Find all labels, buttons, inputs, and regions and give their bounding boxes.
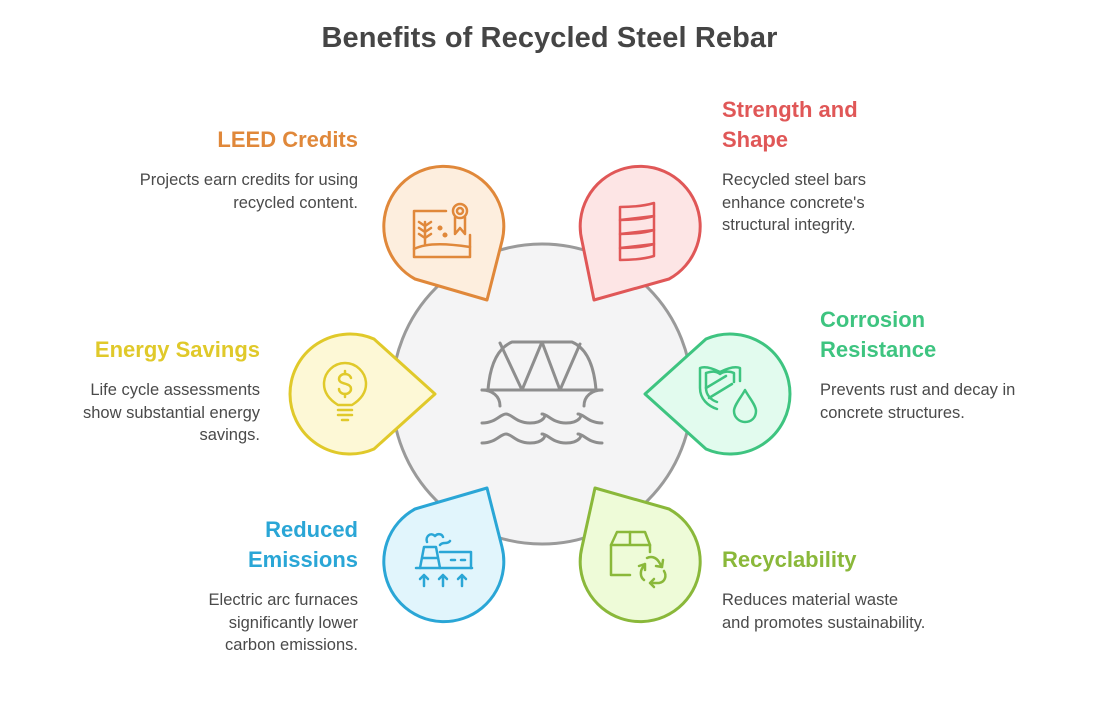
teardrop-leed (382, 164, 506, 302)
lightbulb-dollar-icon (322, 361, 368, 422)
label-emissions-description: Electric arc furnaces significantly lowe… (208, 591, 358, 654)
certificate-award-icon (412, 202, 472, 259)
label-corrosion: Corrosion Resistance Prevents rust and d… (820, 305, 1040, 424)
label-corrosion-description: Prevents rust and decay in concrete stru… (820, 381, 1016, 422)
teardrop-energy (288, 332, 437, 456)
label-strength-title: Strength and Shape (722, 97, 858, 152)
teardrop-strength (578, 164, 702, 302)
label-leed: LEED Credits Projects earn credits for u… (118, 125, 358, 214)
label-recyclability: Recyclability Reduces material waste and… (722, 545, 942, 634)
teardrop-emissions (382, 486, 506, 624)
label-strength: Strength and Shape Recycled steel bars e… (722, 95, 902, 237)
label-emissions: Reduced Emissions Electric arc furnaces … (138, 515, 358, 657)
bridge-icon (480, 340, 604, 445)
shield-droplet-icon (698, 365, 758, 424)
label-leed-description: Projects earn credits for using recycled… (139, 171, 358, 212)
factory-emissions-icon (414, 532, 474, 588)
label-recyclability-description: Reduces material waste and promotes sust… (722, 591, 926, 632)
label-recyclability-title: Recyclability (722, 547, 857, 572)
label-energy: Energy Savings Life cycle assessments sh… (40, 335, 260, 447)
label-corrosion-title: Corrosion Resistance (820, 307, 937, 362)
teardrop-corrosion (643, 332, 792, 456)
label-emissions-title: Reduced Emissions (247, 517, 358, 572)
diagram-title: Benefits of Recycled Steel Rebar (321, 22, 778, 54)
label-energy-title: Energy Savings (94, 337, 260, 362)
label-strength-description: Recycled steel bars enhance concrete's s… (722, 171, 866, 234)
box-recycle-icon (609, 530, 667, 589)
teardrop-recyclability (578, 486, 702, 624)
rebar-coil-icon (618, 201, 656, 262)
label-leed-title: LEED Credits (217, 127, 358, 152)
label-energy-description: Life cycle assessments show substantial … (82, 381, 260, 444)
